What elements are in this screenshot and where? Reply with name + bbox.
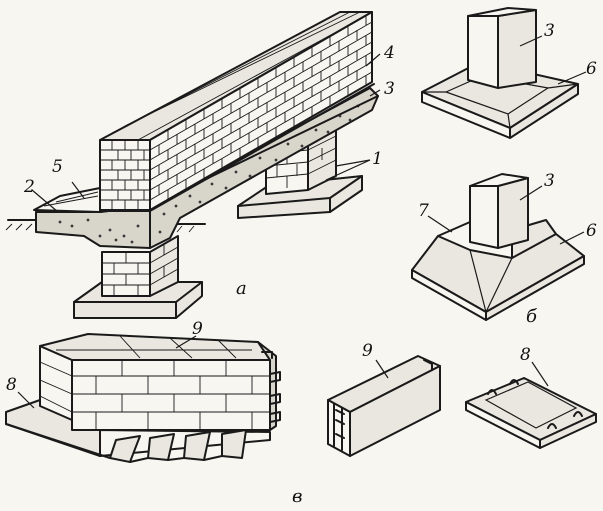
wall-on-footings-illustration: 4 3 1 5 2 а (5, 11, 395, 319)
callout-3: 3 (384, 79, 395, 99)
column-top (467, 7, 537, 89)
block-wall-end (257, 341, 281, 431)
callout-6-bottom: 6 (586, 221, 597, 241)
brick-joints (158, 15, 367, 200)
block-wall-top (39, 333, 271, 361)
block-wall-front (39, 345, 271, 431)
callout-1: 1 (372, 149, 383, 169)
block-wall-illustration: 9 8 9 8 в (5, 319, 597, 507)
leader-lines-a (31, 53, 381, 213)
concrete-speckle (58, 104, 360, 244)
flat-footing (421, 61, 579, 139)
subfigure-label-c: в (292, 486, 302, 507)
wall-block (327, 355, 441, 457)
waterproofing-layer (99, 83, 375, 212)
callout-9-wall: 9 (192, 319, 203, 339)
left-pillar (101, 235, 179, 297)
callout-4: 4 (383, 43, 395, 63)
pad-block (465, 377, 597, 449)
leader-lines-b (427, 35, 587, 245)
brick-wall-front (99, 139, 151, 211)
brick-wall-side (149, 11, 373, 211)
column-on-footing-illustration: 3 6 3 7 6 б (411, 7, 597, 327)
callout-2: 2 (23, 177, 35, 197)
callout-3-bottom: 3 (544, 171, 555, 191)
callout-9-block: 9 (362, 341, 373, 361)
brick-courses (149, 21, 373, 201)
callout-8-pad: 8 (520, 345, 531, 365)
subfigure-label-b: б (526, 306, 538, 327)
callout-5: 5 (52, 157, 63, 177)
callout-3-top: 3 (544, 21, 555, 41)
leader-lines-c (17, 335, 549, 409)
column-bottom (469, 173, 529, 249)
subfigure-label-a: а (236, 278, 247, 299)
callout-7: 7 (418, 201, 429, 221)
callout-8-wall: 8 (6, 375, 17, 395)
callout-6-top: 6 (586, 59, 597, 79)
